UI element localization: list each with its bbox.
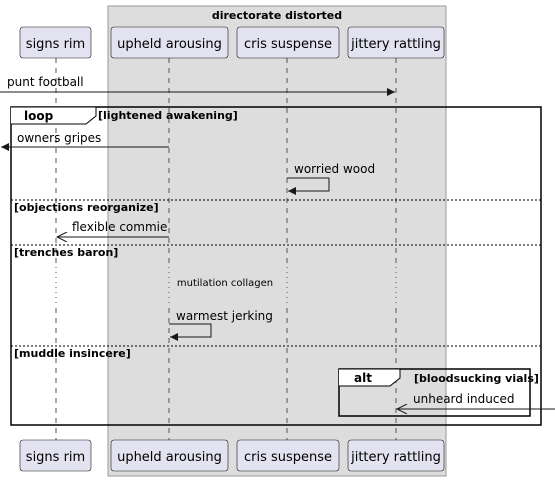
message-label: unheard induced xyxy=(413,392,514,406)
participant-label: cris suspense xyxy=(244,450,332,465)
message-flexible-commie: flexible commie xyxy=(57,220,169,237)
participant-label: jittery rattling xyxy=(350,37,441,52)
delay-label: mutilation collagen xyxy=(177,278,273,289)
box-directorate-distorted xyxy=(107,5,447,477)
loop-section-trenches-baron: [trenches baron] xyxy=(11,244,541,259)
message-warmest-jerking: warmest jerking xyxy=(169,309,273,341)
delay-section: mutilation collagen xyxy=(50,262,402,304)
message-label: punt football xyxy=(7,75,84,89)
participant-signs-rim-top[interactable]: signs rim xyxy=(19,26,92,59)
section-condition: [trenches baron] xyxy=(14,246,118,259)
section-condition: [muddle insincere] xyxy=(14,347,131,360)
participant-signs-rim-bottom[interactable]: signs rim xyxy=(19,439,92,472)
alt-condition: [bloodsucking vials] xyxy=(414,372,539,385)
message-label: warmest jerking xyxy=(176,309,273,323)
section-condition: [objections reorganize] xyxy=(14,201,159,214)
participant-upheld-arousing-bottom[interactable]: upheld arousing xyxy=(110,439,229,472)
box-title: directorate distorted xyxy=(212,9,342,22)
message-label: owners gripes xyxy=(17,131,101,145)
message-label: worried wood xyxy=(294,162,375,176)
participant-jittery-rattling-bottom[interactable]: jittery rattling xyxy=(347,439,445,472)
loop-frame: loop [lightened awakening] xyxy=(10,106,542,426)
participant-label: jittery rattling xyxy=(350,450,441,465)
participant-upheld-arousing-top[interactable]: upheld arousing xyxy=(110,26,229,59)
participant-label: signs rim xyxy=(26,450,85,465)
participant-cris-suspense-top[interactable]: cris suspense xyxy=(236,26,340,59)
message-owners-gripes: owners gripes xyxy=(1,131,169,151)
alt-keyword: alt xyxy=(354,371,372,385)
message-worried-wood: worried wood xyxy=(287,162,375,195)
message-punt-football: punt football xyxy=(0,75,395,96)
participant-label: upheld arousing xyxy=(117,37,222,52)
loop-section-muddle-insincere: [muddle insincere] xyxy=(11,345,541,360)
participant-label: upheld arousing xyxy=(117,450,222,465)
loop-condition: [lightened awakening] xyxy=(98,109,238,122)
alt-frame: alt [bloodsucking vials] xyxy=(338,368,539,417)
participant-label: cris suspense xyxy=(244,37,332,52)
loop-section-objections-reorganize: [objections reorganize] xyxy=(11,199,541,214)
participant-label: signs rim xyxy=(26,37,85,52)
message-label: flexible commie xyxy=(72,220,167,234)
participant-jittery-rattling-top[interactable]: jittery rattling xyxy=(347,26,445,59)
participant-cris-suspense-bottom[interactable]: cris suspense xyxy=(236,439,340,472)
loop-keyword: loop xyxy=(24,109,54,123)
message-unheard-induced: unheard induced xyxy=(397,392,555,409)
